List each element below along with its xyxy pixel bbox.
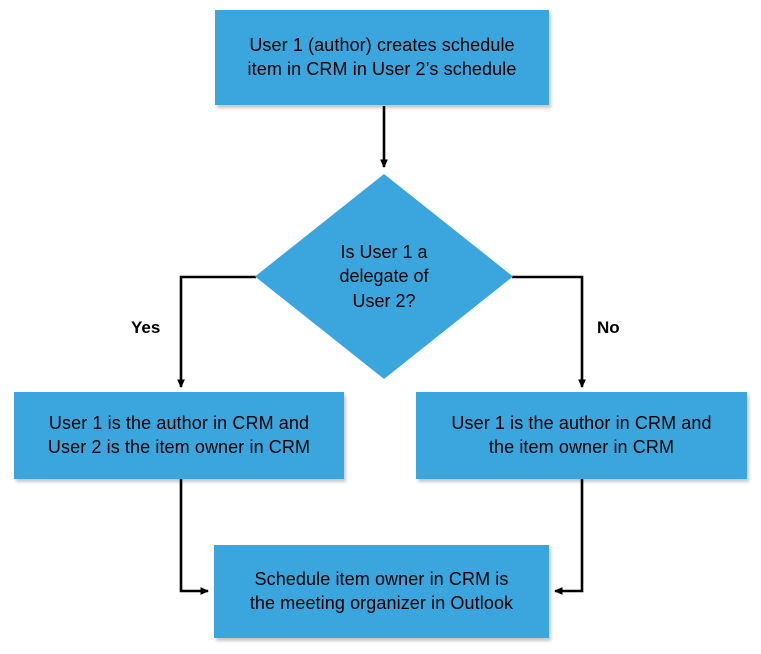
node-no-result[interactable]: User 1 is the author in CRM and the item… xyxy=(416,392,747,479)
node-yes-result-label: User 1 is the author in CRM and User 2 i… xyxy=(47,412,311,457)
connector-yes-to-end xyxy=(179,479,209,595)
node-end-label: Schedule item owner in CRM is the meetin… xyxy=(249,568,514,613)
node-no-result-label: User 1 is the author in CRM and the item… xyxy=(451,412,712,457)
node-start[interactable]: User 1 (author) creates schedule item in… xyxy=(215,10,549,105)
edge-label-yes: Yes xyxy=(131,318,161,337)
connector-decision-no xyxy=(512,275,586,388)
connector-decision-yes xyxy=(177,275,256,388)
node-decision[interactable]: Is User 1 a delegate of User 2? xyxy=(255,174,513,379)
node-yes-result[interactable]: User 1 is the author in CRM and User 2 i… xyxy=(14,392,344,479)
node-end[interactable]: Schedule item owner in CRM is the meetin… xyxy=(214,545,549,638)
edge-label-no: No xyxy=(597,318,620,337)
node-decision-label: Is User 1 a delegate of User 2? xyxy=(339,242,429,311)
connector-no-to-end xyxy=(554,479,584,595)
node-start-label: User 1 (author) creates schedule item in… xyxy=(247,34,517,79)
